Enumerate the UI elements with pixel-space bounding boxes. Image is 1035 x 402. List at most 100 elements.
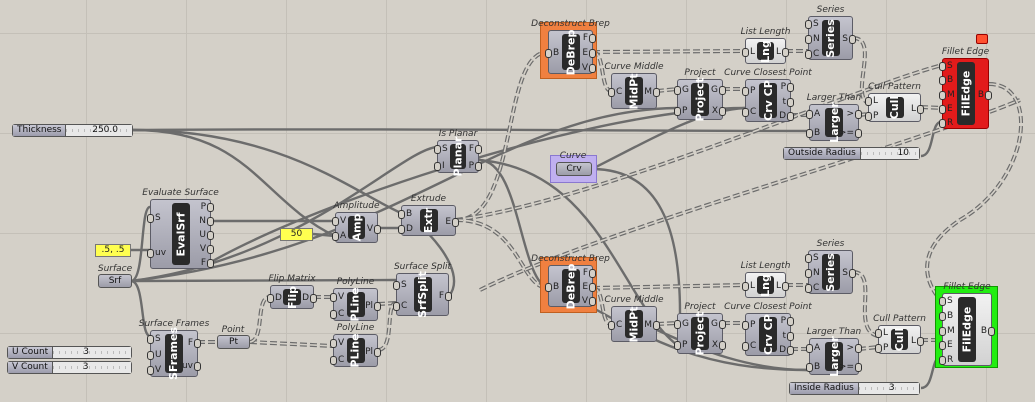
port-grip[interactable] xyxy=(374,301,381,311)
surface-param[interactable]: Srf xyxy=(98,274,132,288)
input-port-C[interactable]: C xyxy=(338,354,345,365)
uv-panel[interactable]: .5, .5 xyxy=(95,244,131,257)
input-port-L[interactable]: L xyxy=(883,328,889,339)
input-port-G[interactable]: G xyxy=(682,85,689,96)
input-port-M[interactable]: M xyxy=(947,89,955,100)
output-port-B[interactable]: B xyxy=(980,325,987,336)
port-grip[interactable] xyxy=(608,321,615,330)
port-grip[interactable] xyxy=(806,110,813,120)
input-port-S[interactable]: S xyxy=(813,253,819,264)
port-grip[interactable] xyxy=(939,341,946,351)
port-grip[interactable] xyxy=(207,245,214,254)
output-port-E[interactable]: E xyxy=(582,282,588,292)
port-grip[interactable] xyxy=(855,344,862,354)
curve-param[interactable]: Crv xyxy=(556,162,592,176)
input-port-V[interactable]: V xyxy=(338,292,345,303)
port-grip[interactable] xyxy=(674,320,681,330)
v-count-slider[interactable]: V Count 3 xyxy=(7,361,132,374)
port-grip[interactable] xyxy=(865,97,872,107)
input-port-C[interactable]: C xyxy=(616,320,623,330)
output-port-V[interactable]: V xyxy=(199,244,206,254)
input-port-S[interactable]: S xyxy=(442,144,448,155)
port-grip[interactable] xyxy=(865,111,872,121)
output-port-x[interactable]: > xyxy=(846,109,854,120)
port-grip[interactable] xyxy=(782,282,789,291)
input-port-B[interactable]: B xyxy=(814,361,821,372)
port-grip[interactable] xyxy=(434,145,441,155)
port-grip[interactable] xyxy=(674,340,681,350)
slider-track[interactable]: 3 xyxy=(858,383,919,394)
input-port-N[interactable]: N xyxy=(813,34,820,44)
port-grip[interactable] xyxy=(147,350,154,360)
port-grip[interactable] xyxy=(782,48,789,57)
output-port-xx[interactable]: >= xyxy=(838,127,854,138)
port-grip[interactable] xyxy=(653,88,660,97)
port-grip[interactable] xyxy=(194,362,201,372)
port-grip[interactable] xyxy=(939,355,946,365)
port-grip[interactable] xyxy=(939,90,946,100)
input-port-N[interactable]: N xyxy=(813,268,820,278)
output-port-V[interactable]: V xyxy=(366,223,373,234)
port-grip[interactable] xyxy=(207,203,214,212)
outside-radius-slider[interactable]: Outside Radius 10 xyxy=(783,147,920,160)
input-port-P[interactable]: P xyxy=(750,85,756,96)
port-grip[interactable] xyxy=(147,213,154,223)
input-port-B[interactable]: B xyxy=(947,75,954,86)
input-port-V[interactable]: V xyxy=(338,338,345,349)
port-grip[interactable] xyxy=(332,232,339,242)
output-port-L[interactable]: L xyxy=(910,103,916,114)
output-port-G[interactable]: G xyxy=(711,85,718,96)
port-grip[interactable] xyxy=(545,283,552,292)
output-port-F[interactable]: F xyxy=(438,290,444,301)
input-port-C[interactable]: C xyxy=(813,282,820,293)
input-port-G[interactable]: G xyxy=(682,319,689,330)
port-grip[interactable] xyxy=(805,49,812,59)
input-port-L[interactable]: L xyxy=(750,47,756,57)
input-port-I[interactable]: I xyxy=(442,160,445,171)
input-port-C[interactable]: C xyxy=(813,48,820,59)
input-port-D[interactable]: D xyxy=(275,293,282,303)
output-port-E[interactable]: E xyxy=(582,48,588,58)
output-port-Pl[interactable]: Pl xyxy=(365,346,373,357)
port-grip[interactable] xyxy=(398,225,405,235)
input-port-R[interactable]: R xyxy=(947,354,954,365)
port-grip[interactable] xyxy=(310,294,317,303)
output-port-F[interactable]: F xyxy=(200,258,206,268)
output-port-uv[interactable]: uv xyxy=(181,361,193,372)
port-grip[interactable] xyxy=(855,110,862,120)
slider-track[interactable]: 3 xyxy=(52,362,131,373)
output-port-E[interactable]: E xyxy=(445,216,451,227)
port-grip[interactable] xyxy=(207,217,214,226)
input-port-C[interactable]: C xyxy=(750,107,757,118)
port-grip[interactable] xyxy=(398,209,405,219)
output-port-F[interactable]: F xyxy=(582,268,588,278)
port-grip[interactable] xyxy=(985,90,992,100)
port-grip[interactable] xyxy=(330,339,337,349)
port-grip[interactable] xyxy=(939,104,946,114)
input-port-C[interactable]: C xyxy=(401,301,408,312)
output-port-M[interactable]: M xyxy=(644,87,652,97)
input-port-S[interactable]: S xyxy=(813,19,819,30)
port-grip[interactable] xyxy=(787,345,794,355)
input-port-C[interactable]: C xyxy=(616,87,623,97)
port-grip[interactable] xyxy=(147,366,154,376)
port-grip[interactable] xyxy=(787,331,794,341)
output-port-P[interactable]: P xyxy=(780,316,786,327)
port-grip[interactable] xyxy=(787,111,794,121)
input-port-R[interactable]: R xyxy=(947,117,954,128)
